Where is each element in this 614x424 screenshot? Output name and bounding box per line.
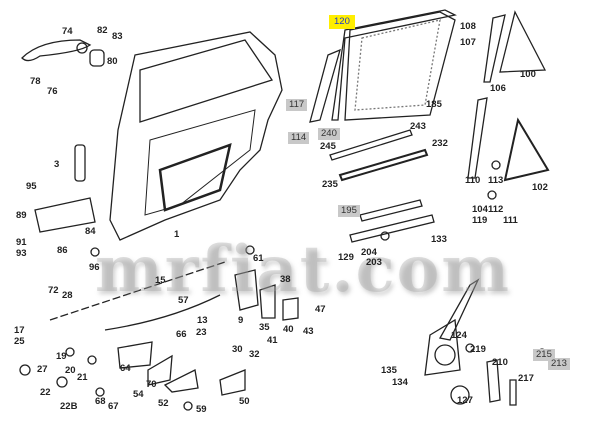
part-label-91: 91	[16, 237, 27, 248]
part-label-52: 52	[158, 398, 169, 409]
part-label-106: 106	[490, 83, 506, 94]
part-label-213: 213	[548, 358, 570, 370]
part-label-100: 100	[520, 69, 536, 80]
window-regulator	[438, 278, 480, 341]
part-label-195: 195	[338, 205, 360, 217]
watermark: mrfiat.com	[95, 232, 511, 307]
part-label-32: 32	[249, 349, 260, 360]
part-label-112: 112	[488, 204, 504, 215]
part-label-64: 64	[120, 363, 131, 374]
part-label-74: 74	[62, 26, 73, 37]
part-label-78: 78	[30, 76, 41, 87]
part-label-84: 84	[85, 226, 96, 237]
part-label-210: 210	[492, 357, 508, 368]
part-label-15: 15	[155, 275, 166, 286]
part-label-43: 43	[303, 326, 314, 337]
part-label-107: 107	[460, 37, 476, 48]
part-label-124: 124	[451, 330, 467, 341]
part-label-40: 40	[283, 324, 294, 335]
part-label-95: 95	[26, 181, 37, 192]
window-channel	[309, 48, 341, 123]
part-label-245: 245	[320, 141, 336, 152]
lock-mechanism	[234, 269, 259, 311]
part-label-102: 102	[532, 182, 548, 193]
part-label-117: 117	[286, 99, 308, 111]
part-label-47: 47	[315, 304, 326, 315]
part-label-23: 23	[196, 327, 207, 338]
part-label-240: 240	[318, 128, 340, 140]
belt-molding	[329, 129, 413, 161]
part-label-59: 59	[196, 404, 207, 415]
part-label-1: 1	[174, 229, 180, 240]
part-label-21: 21	[77, 372, 88, 383]
part-label-3: 3	[54, 159, 60, 170]
door-check	[34, 197, 96, 233]
part-label-17: 17	[14, 325, 25, 336]
part-label-111: 111	[503, 215, 518, 226]
part-label-30: 30	[232, 344, 243, 355]
part-label-104: 104	[472, 204, 488, 215]
part-label-72: 72	[48, 285, 59, 296]
part-label-108: 108	[460, 21, 476, 32]
part-label-86: 86	[57, 245, 68, 256]
outside-handle	[21, 39, 92, 62]
part-label-22: 22	[40, 387, 51, 398]
part-label-204: 204	[361, 247, 377, 258]
part-label-66: 66	[176, 329, 187, 340]
part-label-243: 243	[410, 121, 426, 132]
part-label-93: 93	[16, 248, 27, 259]
part-label-96: 96	[89, 262, 100, 273]
part-label-185: 185	[426, 99, 442, 110]
part-label-22b: 22B	[60, 401, 78, 412]
door-shell	[109, 31, 283, 241]
part-label-83: 83	[112, 31, 123, 42]
lift-channel	[359, 199, 423, 222]
part-label-35: 35	[259, 322, 270, 333]
part-label-129: 129	[338, 252, 354, 263]
quarter-window	[503, 117, 550, 182]
part-label-67: 67	[108, 401, 119, 412]
part-label-217: 217	[518, 373, 534, 384]
part-label-80: 80	[107, 56, 118, 67]
part-label-54: 54	[133, 389, 144, 400]
part-label-113: 113	[488, 175, 504, 186]
inside-handle	[117, 341, 153, 369]
part-label-25: 25	[14, 336, 25, 347]
part-label-134: 134	[392, 377, 408, 388]
part-label-13: 13	[197, 315, 208, 326]
part-label-61: 61	[253, 253, 264, 264]
part-label-235: 235	[322, 179, 338, 190]
part-label-70: 70	[146, 379, 157, 390]
part-label-57: 57	[178, 295, 189, 306]
part-label-28: 28	[62, 290, 73, 301]
window-glass	[344, 11, 456, 121]
part-label-27: 27	[37, 364, 48, 375]
part-label-68: 68	[95, 396, 106, 407]
handle-gasket	[89, 49, 105, 67]
part-label-232: 232	[432, 138, 448, 149]
part-label-38: 38	[280, 274, 291, 285]
part-label-41: 41	[267, 335, 278, 346]
part-label-120: 120	[329, 15, 355, 29]
window-frame	[331, 9, 457, 121]
vent-window	[499, 10, 547, 73]
part-label-9: 9	[238, 315, 244, 326]
part-label-76: 76	[47, 86, 58, 97]
part-label-135: 135	[381, 365, 397, 376]
part-label-219: 219	[470, 344, 486, 355]
part-label-203: 203	[366, 257, 382, 268]
part-label-110: 110	[465, 175, 481, 186]
part-label-127: 127	[457, 395, 473, 406]
part-label-114: 114	[288, 132, 310, 144]
part-label-119: 119	[472, 215, 488, 226]
part-label-82: 82	[97, 25, 108, 36]
part-label-50: 50	[239, 396, 250, 407]
part-label-89: 89	[16, 210, 27, 221]
part-label-20: 20	[65, 365, 76, 376]
part-label-133: 133	[431, 234, 447, 245]
part-label-19: 19	[56, 351, 67, 362]
